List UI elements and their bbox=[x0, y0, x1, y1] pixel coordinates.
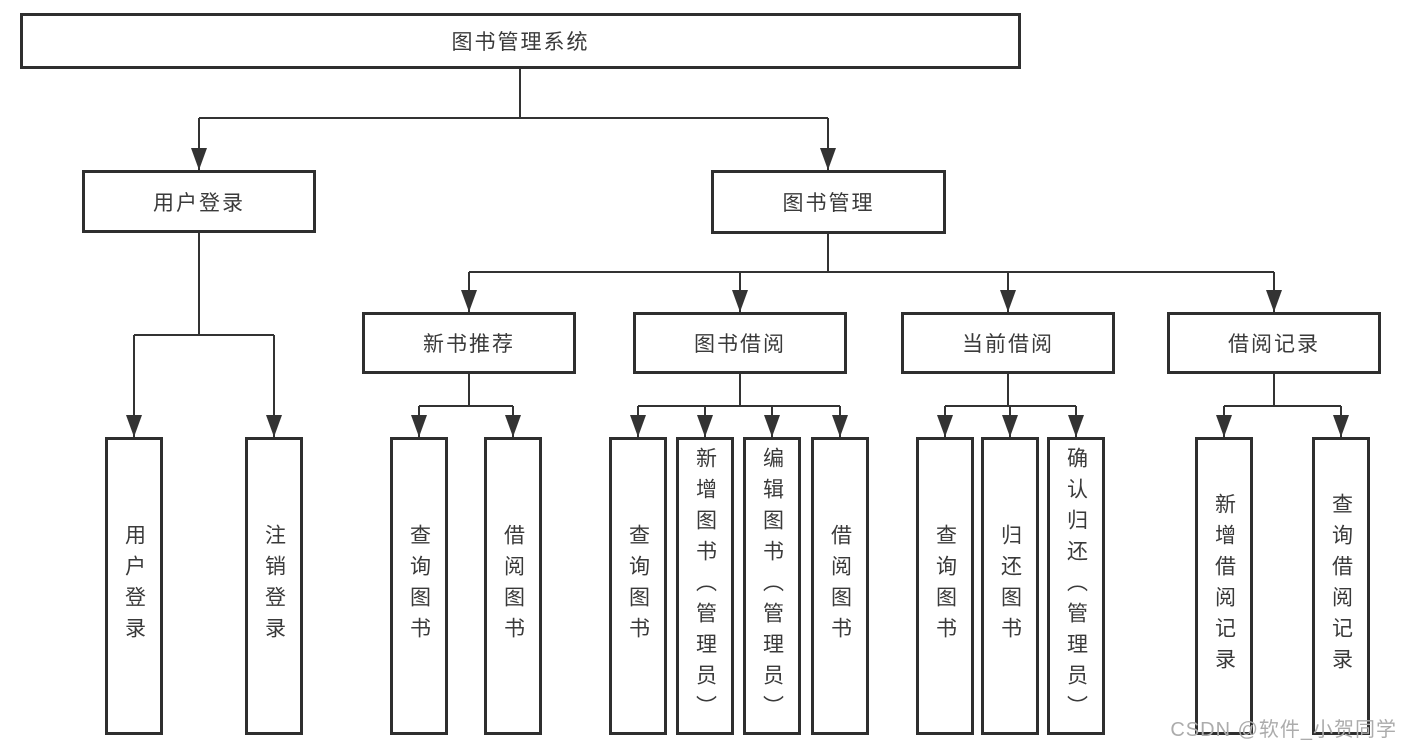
node-book-borrowing: 图书借阅 bbox=[633, 312, 847, 374]
leaf-logout: 注销登录 bbox=[245, 437, 303, 735]
leaf-user-login: 用户登录 bbox=[105, 437, 163, 735]
node-book-management-branch: 图书管理 bbox=[711, 170, 946, 234]
node-label: 确认归还（管理员） bbox=[1064, 446, 1088, 726]
node-label: 编辑图书（管理员） bbox=[760, 446, 784, 726]
node-label: 借阅图书 bbox=[501, 524, 525, 648]
leaf-confirm-return-admin: 确认归还（管理员） bbox=[1047, 437, 1105, 735]
leaf-add-borrow-record: 新增借阅记录 bbox=[1195, 437, 1253, 735]
node-label: 归还图书 bbox=[998, 524, 1022, 648]
node-label: 新增图书（管理员） bbox=[693, 446, 717, 726]
node-borrowing-records: 借阅记录 bbox=[1167, 312, 1381, 374]
node-label: 查询图书 bbox=[407, 524, 431, 648]
arrow-drops bbox=[126, 118, 1349, 437]
node-label: 注销登录 bbox=[262, 524, 286, 648]
node-label: 新书推荐 bbox=[423, 333, 515, 356]
node-library-management-system: 图书管理系统 bbox=[20, 13, 1021, 69]
node-label: 图书借阅 bbox=[694, 333, 786, 356]
node-label: 用户登录 bbox=[122, 524, 146, 648]
leaf-query-books-borrowing: 查询图书 bbox=[609, 437, 667, 735]
leaf-add-books-admin: 新增图书（管理员） bbox=[676, 437, 734, 735]
node-user-login-branch: 用户登录 bbox=[82, 170, 316, 233]
node-label: 借阅图书 bbox=[828, 524, 852, 648]
node-label: 借阅记录 bbox=[1228, 333, 1320, 356]
node-current-borrowing: 当前借阅 bbox=[901, 312, 1115, 374]
connector-lines bbox=[134, 69, 1341, 407]
node-label: 查询图书 bbox=[626, 524, 650, 648]
node-new-book-recommend: 新书推荐 bbox=[362, 312, 576, 374]
leaf-query-books-recommend: 查询图书 bbox=[390, 437, 448, 735]
node-label: 新增借阅记录 bbox=[1212, 493, 1236, 679]
leaf-borrow-books: 借阅图书 bbox=[811, 437, 869, 735]
node-label: 图书管理 bbox=[782, 192, 875, 215]
leaf-edit-books-admin: 编辑图书（管理员） bbox=[743, 437, 801, 735]
node-label: 用户登录 bbox=[153, 191, 245, 215]
csdn-watermark: CSDN @软件_小贺同学 bbox=[1170, 719, 1397, 741]
node-label: 查询图书 bbox=[933, 524, 957, 648]
leaf-borrow-books-recommend: 借阅图书 bbox=[484, 437, 542, 735]
node-label: 查询借阅记录 bbox=[1329, 493, 1353, 679]
node-label: 图书管理系统 bbox=[451, 31, 590, 54]
node-label: 当前借阅 bbox=[962, 333, 1054, 356]
leaf-return-books: 归还图书 bbox=[981, 437, 1039, 735]
leaf-query-borrow-record: 查询借阅记录 bbox=[1312, 437, 1370, 735]
leaf-query-books-current: 查询图书 bbox=[916, 437, 974, 735]
